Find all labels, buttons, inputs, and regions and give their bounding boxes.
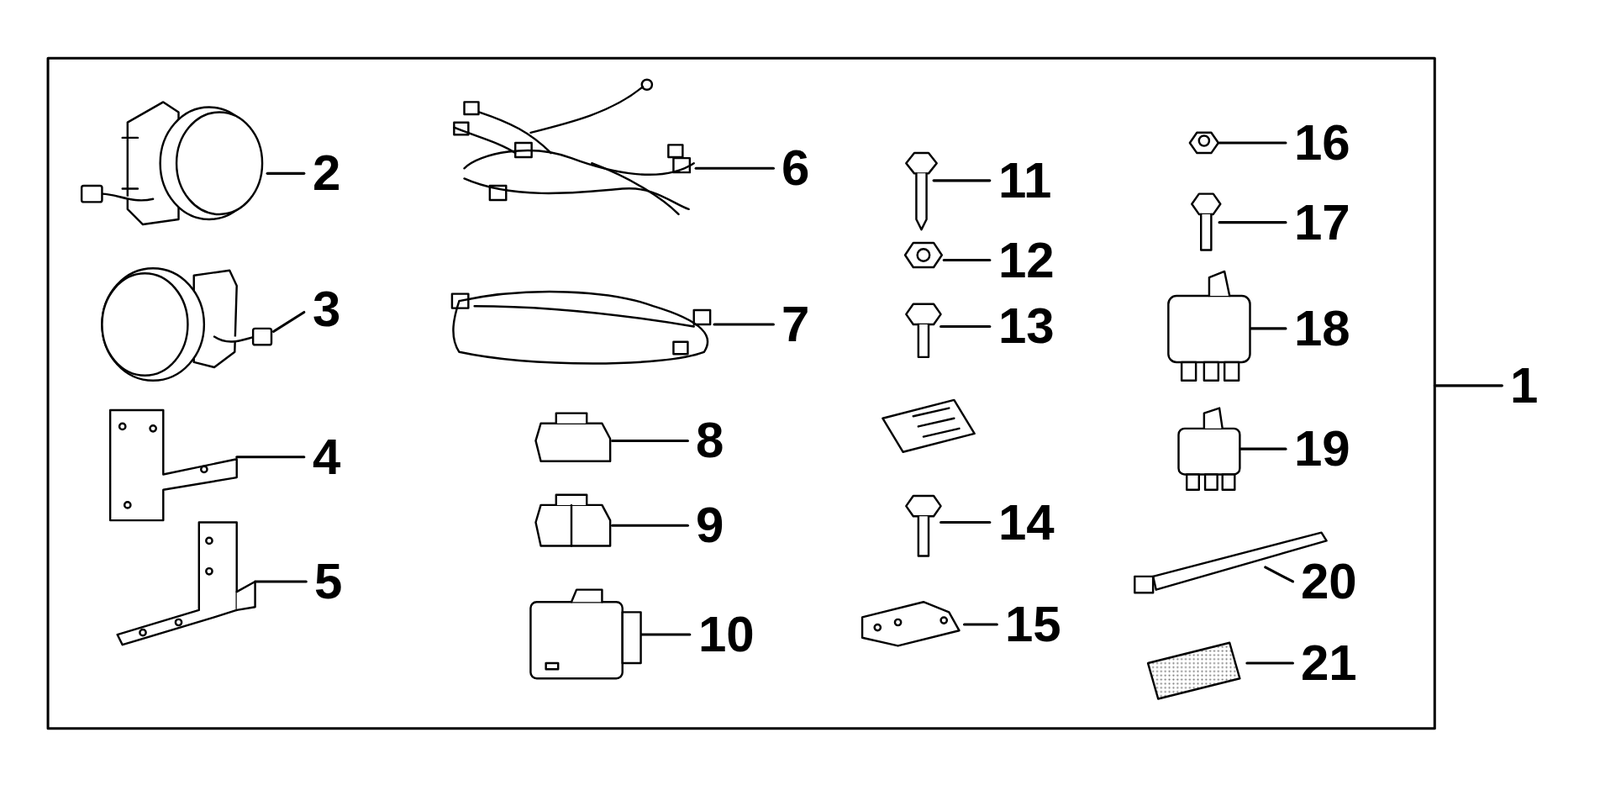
callout-number: 12: [998, 235, 1055, 286]
callout-number: 9: [695, 500, 724, 551]
callout-number: 13: [998, 300, 1055, 352]
kit-frame: [47, 57, 1435, 729]
callout-number: 21: [1300, 637, 1358, 689]
callout-number: 20: [1300, 556, 1358, 607]
callout-number: 8: [695, 415, 724, 466]
callout-number: 3: [312, 284, 341, 335]
callout-number: 17: [1294, 197, 1351, 248]
callout-number: 4: [312, 431, 341, 483]
callout-number: 6: [781, 142, 810, 194]
callout-number: 1: [1510, 360, 1538, 411]
callout-number: 19: [1294, 423, 1351, 474]
leader-lines: [236, 142, 1503, 664]
callout-number: 18: [1294, 303, 1351, 354]
callout-number: 7: [781, 299, 810, 350]
callout-number: 2: [312, 147, 341, 199]
callout-number: 14: [998, 497, 1055, 548]
callout-number: 16: [1294, 117, 1351, 169]
callout-number: 11: [998, 155, 1052, 206]
callout-number: 5: [314, 556, 343, 607]
callout-number: 10: [698, 609, 755, 660]
callout-number: 15: [1005, 599, 1062, 650]
